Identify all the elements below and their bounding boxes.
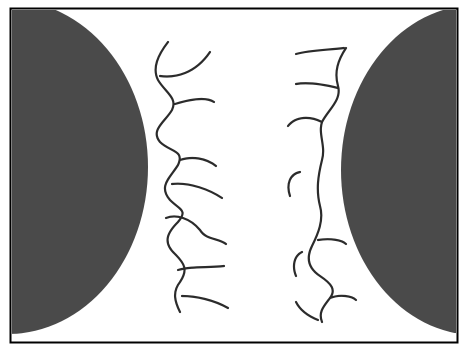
diagram-svg	[0, 0, 465, 349]
diagram-canvas	[0, 0, 465, 349]
